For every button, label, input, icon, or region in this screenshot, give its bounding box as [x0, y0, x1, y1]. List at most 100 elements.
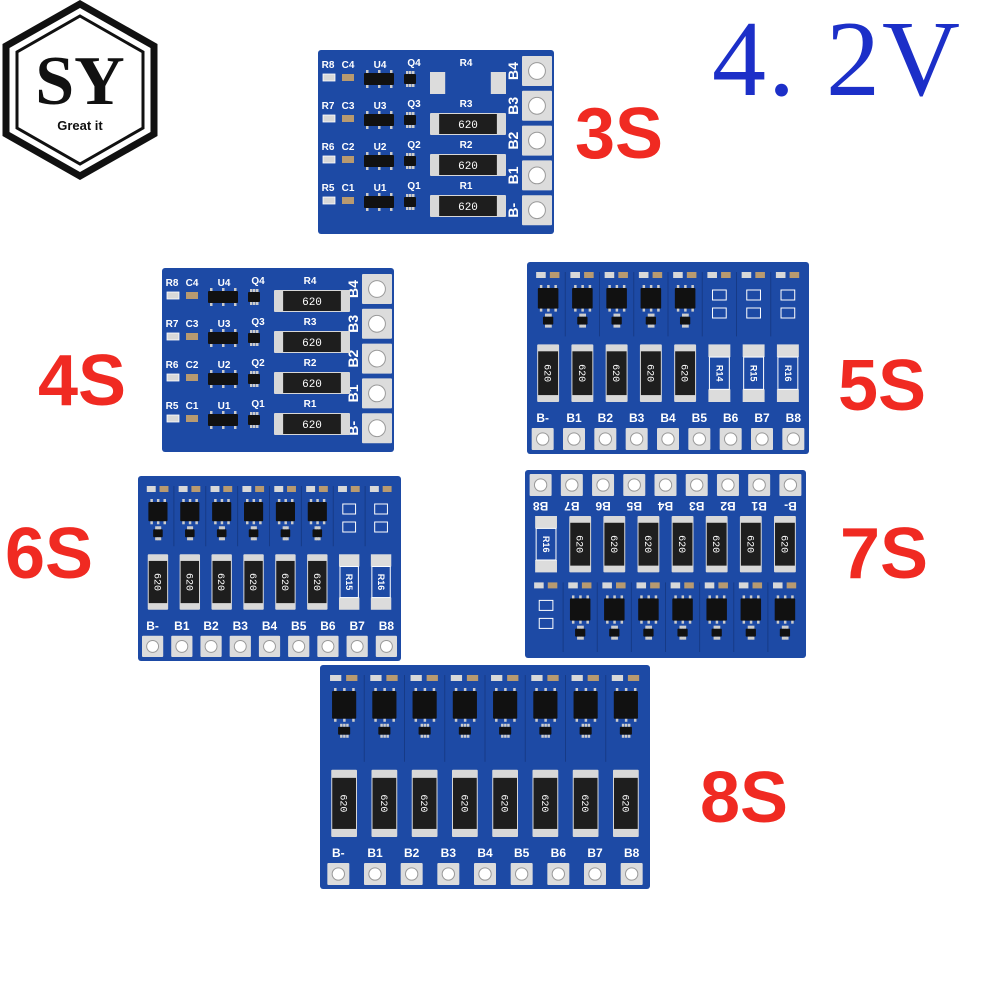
mosfet	[579, 726, 592, 735]
smd-capacitor	[350, 486, 360, 492]
smd-resistor	[146, 486, 156, 492]
ic-chip	[212, 502, 232, 522]
pin-label: B2	[345, 349, 361, 367]
ic-chip-pin	[182, 521, 185, 525]
mosfet-pin	[412, 166, 415, 169]
mosfet-pin	[579, 324, 582, 328]
empty-footprint	[780, 289, 796, 301]
smd-resistor	[772, 582, 783, 589]
pin-pad-b4-hole	[263, 639, 276, 653]
pcb-substrate	[320, 665, 650, 889]
smd-capacitor	[547, 582, 558, 589]
balance-resistor-pad	[708, 344, 731, 358]
ic-chip-pin	[544, 688, 547, 691]
silkscreen-r7: R7	[322, 101, 335, 112]
balance-resistor-pad	[742, 344, 765, 358]
ic-chip-pin	[676, 308, 680, 312]
mosfet	[711, 628, 722, 637]
pin-label: B7	[564, 499, 580, 513]
mosfet-pin	[681, 313, 685, 317]
ic-chip-pin	[222, 385, 225, 388]
mosfet-pin	[253, 289, 256, 292]
silkscreen-r4: R4	[460, 58, 473, 69]
ic-chip-pin	[222, 426, 225, 429]
ic-chip-pin	[210, 329, 213, 332]
ic-chip-pin	[246, 499, 249, 502]
smd-resistor	[531, 675, 543, 681]
smd-capacitor	[255, 486, 265, 492]
silkscreen-c4: C4	[342, 60, 355, 71]
mosfet-pin	[412, 112, 415, 115]
ic-chip-pin	[277, 499, 281, 502]
ic-chip	[208, 332, 238, 344]
ic-chip-pin	[343, 688, 346, 691]
mosfet-pin	[681, 636, 685, 640]
ic-chip-pin	[390, 85, 393, 88]
ic-chip-pin	[574, 285, 577, 288]
mosfet-pin	[253, 330, 256, 333]
mosfet-pin	[581, 625, 584, 629]
mosfet-pin	[286, 537, 289, 541]
balance-resistor-body	[573, 777, 598, 829]
mosfet-pin	[383, 734, 386, 738]
ic-chip-pin	[539, 285, 543, 288]
smd-capacitor	[342, 74, 354, 81]
empty-footprint	[780, 307, 796, 319]
size-label-3s: 3S	[575, 94, 664, 174]
pin-pad-b5-hole	[292, 639, 306, 653]
mosfet	[404, 197, 416, 207]
mosfet-pin	[460, 723, 464, 727]
smd-capacitor	[581, 582, 592, 589]
ic-chip	[493, 691, 518, 719]
smd-resistor	[178, 486, 188, 492]
balance-resistor-code: 620	[302, 420, 322, 432]
mosfet-pin	[649, 313, 653, 317]
mosfet-pin	[254, 537, 257, 541]
silkscreen-u1: U1	[218, 401, 231, 412]
balance-resistor-body	[533, 777, 558, 829]
ic-chip-pin	[647, 620, 650, 624]
mosfet-pin	[190, 537, 194, 541]
mosfet-pin	[613, 625, 616, 629]
mosfet-pin	[250, 425, 253, 428]
balance-resistor-code: 620	[618, 794, 629, 812]
ic-chip	[372, 691, 397, 719]
smd-resistor	[410, 675, 422, 681]
silkscreen-r2: R2	[460, 140, 473, 151]
smd-capacitor	[718, 582, 728, 589]
ic-chip	[208, 414, 238, 426]
empty-footprint	[374, 521, 388, 533]
balance-resistor-outline	[777, 356, 799, 390]
ic-chip-pin	[584, 718, 588, 722]
ic-chip-pin	[463, 688, 467, 691]
mosfet-pin	[611, 625, 614, 629]
smd-capacitor	[755, 272, 765, 278]
ic-chip-pin	[574, 308, 577, 312]
ic-chip-pin	[227, 521, 230, 525]
smd-capacitor	[721, 272, 731, 278]
balance-resistor-code: 620	[337, 794, 348, 812]
pcb-substrate	[527, 262, 809, 454]
mosfet-pin	[253, 425, 256, 428]
ic-chip-pin	[316, 499, 319, 502]
balance-resistor-body	[638, 522, 659, 566]
ic-chip-pin	[463, 718, 467, 722]
ic-chip-pin	[222, 288, 225, 291]
smd-capacitor	[466, 675, 479, 681]
mosfet-pin	[783, 636, 787, 640]
balance-resistor-code: 620	[643, 364, 654, 382]
pin-label: B1	[367, 846, 383, 860]
mosfet-pin	[504, 723, 507, 727]
mosfet-pin	[627, 723, 631, 727]
empty-footprint	[712, 307, 727, 319]
mosfet-pin	[617, 313, 621, 317]
mosfet-pin	[190, 526, 194, 530]
ic-chip-pin	[649, 308, 653, 312]
pin-label: B8	[533, 499, 549, 513]
mosfet-pin	[409, 125, 412, 128]
mosfet-pin	[581, 313, 584, 317]
pin-pad-b1-hole	[528, 166, 546, 185]
ic-chip	[148, 502, 168, 522]
